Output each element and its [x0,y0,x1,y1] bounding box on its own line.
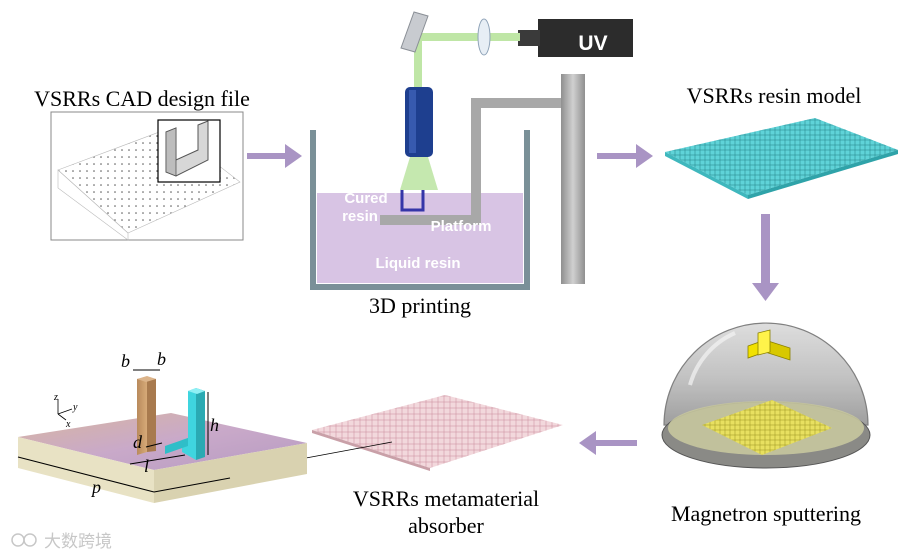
resin-model-label: VSRRs resin model [687,83,862,108]
cured-label-2: resin [342,208,378,225]
dim-b-left: b [121,351,130,371]
uv-label: UV [578,32,607,55]
svg-text:z: z [53,392,58,403]
dim-l: l [144,456,149,476]
arrow-cad-to-printing [247,144,302,168]
printing-label: 3D printing [369,293,471,318]
absorber-label-1: VSRRs metamaterial [353,486,539,511]
uv-source: UV [518,19,633,57]
watermark: 大数跨境 [11,532,112,551]
cyan-post-right [165,388,205,460]
unit-cell [17,369,307,503]
u-shape-resonator-icon [165,120,209,177]
focused-beam [400,157,438,190]
dim-d: d [133,432,143,452]
cured-resin-part [400,190,425,212]
cad-label: VSRRs CAD design file [34,86,250,111]
dim-p: p [90,477,101,497]
axes-icon: z y x [53,392,78,430]
watermark-text: 大数跨境 [44,532,112,551]
target-icon [747,329,791,361]
cured-label-1: Cured [344,190,387,207]
resin-model-sheet [665,118,898,199]
arrow-model-to-sputtering [752,214,779,301]
platform-label: Platform [431,218,492,235]
arrow-printing-to-model [597,144,653,168]
svg-text:x: x [65,419,71,430]
uv-beam [400,11,520,89]
absorber-label-2: absorber [408,513,484,538]
sputtering-label: Magnetron sputtering [671,501,861,526]
cad-panel [50,111,244,241]
dim-b-right: b [157,349,166,369]
absorber-sheet [312,395,563,471]
sputtering-chamber [661,322,871,469]
liquid-resin-label: Liquid resin [375,255,460,272]
resin-tank [310,130,530,290]
copper-post-left [137,376,156,455]
mirror-icon [400,11,429,53]
lens-icon [477,18,491,56]
svg-text:y: y [72,402,78,413]
dim-h: h [210,415,219,435]
platform-arm [380,74,585,284]
objective-lens [405,87,433,157]
leader-line [305,441,393,459]
arrow-sputtering-to-absorber [579,431,637,455]
